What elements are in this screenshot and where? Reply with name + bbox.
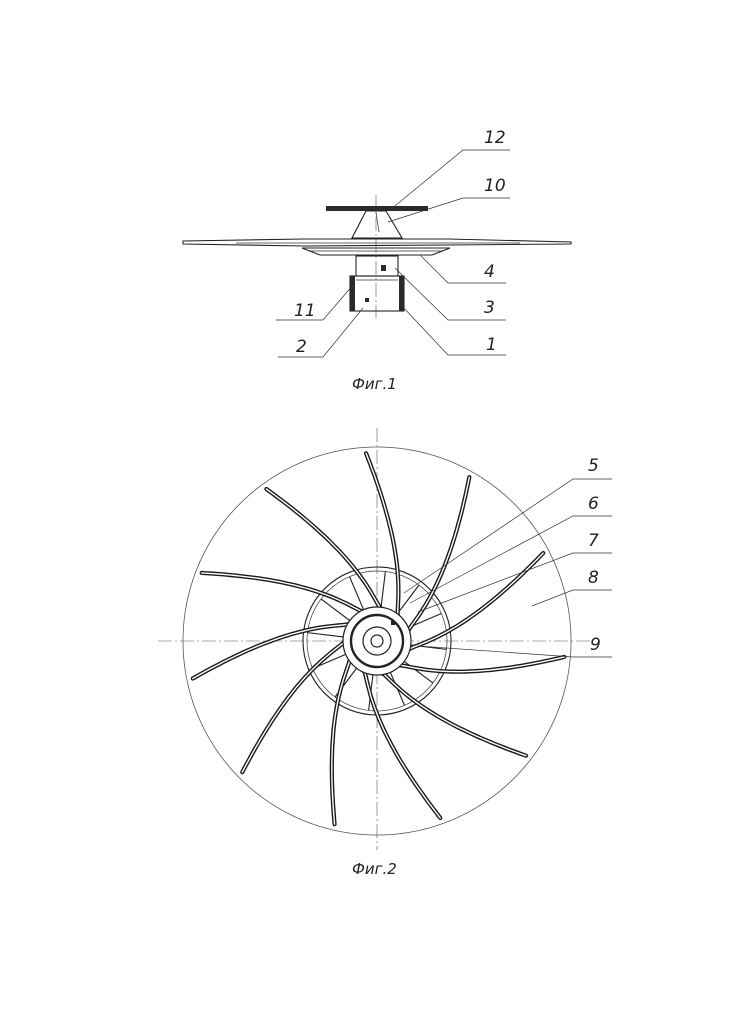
hub-bolt xyxy=(381,265,386,271)
top-plate xyxy=(326,206,428,211)
hub-mark xyxy=(391,621,395,625)
blade-inner-line xyxy=(331,653,351,825)
leader-10 xyxy=(387,197,510,223)
blade-inner-line xyxy=(360,665,441,819)
leader-9 xyxy=(417,645,612,658)
spoke xyxy=(307,632,348,638)
leader-11 xyxy=(276,284,354,321)
callout-2: 2 xyxy=(296,337,307,357)
callout-4: 4 xyxy=(484,262,495,282)
spoke xyxy=(349,576,366,614)
leader-4 xyxy=(419,254,506,284)
blade xyxy=(375,668,529,758)
leader-1 xyxy=(401,305,506,356)
hub-shaft xyxy=(370,634,384,648)
callout-1: 1 xyxy=(486,335,497,355)
blade-inner-line xyxy=(405,476,470,637)
spoke xyxy=(320,598,354,624)
main-disc xyxy=(182,238,572,247)
blade xyxy=(404,475,472,639)
blade-inner-line xyxy=(201,572,369,613)
leader-12 xyxy=(389,149,510,211)
cone xyxy=(351,210,403,239)
callout-11: 11 xyxy=(294,301,316,321)
leader-7 xyxy=(417,552,612,613)
figure-1-side-view: 12 10 4 3 11 2 1 Фиг.1 xyxy=(182,128,572,393)
blade xyxy=(391,654,567,674)
callout-5: 5 xyxy=(588,456,599,476)
blade-inner-line xyxy=(265,488,386,613)
leader-5 xyxy=(403,478,612,594)
figure-1-caption: Фиг.1 xyxy=(352,375,397,393)
motor-body xyxy=(349,275,405,312)
callout-12: 12 xyxy=(484,128,506,148)
blade-group xyxy=(190,451,567,827)
lower-dish xyxy=(301,247,451,256)
callout-6: 6 xyxy=(588,494,599,514)
blade xyxy=(329,651,352,827)
leader-6 xyxy=(409,515,612,604)
blade-inner-line xyxy=(403,552,544,654)
callout-3: 3 xyxy=(484,298,495,318)
figure-2-top-view: 5 6 7 8 9 Фиг.2 xyxy=(158,428,612,878)
hub-housing xyxy=(355,255,399,277)
motor-right-bracket xyxy=(399,276,404,311)
callout-8: 8 xyxy=(588,568,599,588)
blade-inner-line xyxy=(376,670,527,757)
leader-2 xyxy=(278,307,364,358)
blade xyxy=(190,619,357,681)
leader-8 xyxy=(531,589,612,607)
blade-inner-line xyxy=(192,621,355,680)
callout-9: 9 xyxy=(590,635,601,655)
figure-2-caption: Фиг.2 xyxy=(352,860,397,878)
motor-mark xyxy=(365,298,369,302)
blade-inner-line xyxy=(392,656,565,673)
blade xyxy=(199,570,371,615)
leader-3 xyxy=(394,267,506,321)
motor-left-bracket xyxy=(350,276,355,311)
blade-inner-line xyxy=(241,636,348,773)
blade-inner-line xyxy=(365,452,401,622)
spoke xyxy=(400,658,434,684)
callout-10: 10 xyxy=(484,176,506,196)
spoke xyxy=(380,571,386,612)
hub-ring xyxy=(349,613,405,669)
callout-7: 7 xyxy=(588,531,599,551)
cone-inner-line xyxy=(375,211,380,233)
